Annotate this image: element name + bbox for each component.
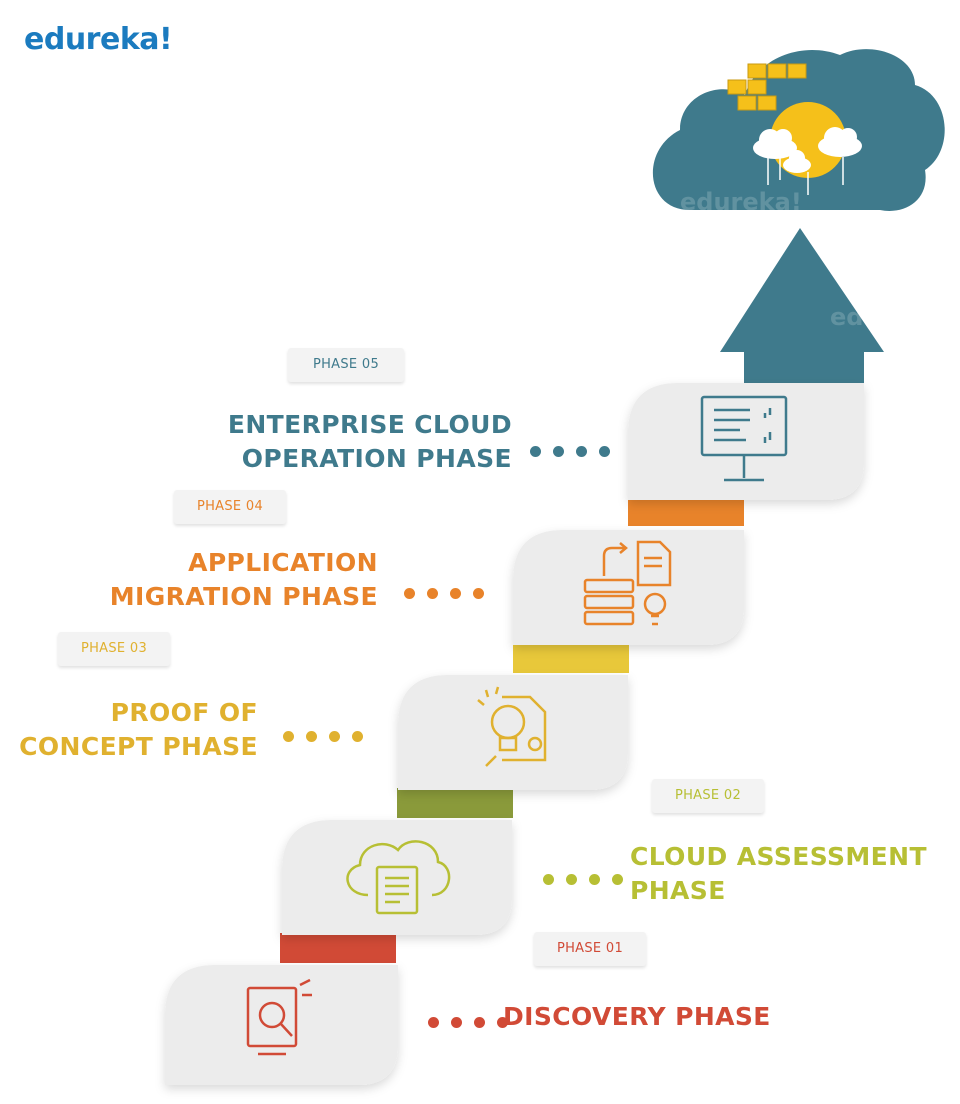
phase-04-line-2: MIGRATION PHASE bbox=[109, 582, 378, 611]
phase-05-line-1: ENTERPRISE CLOUD bbox=[227, 410, 512, 439]
cube-icon bbox=[787, 63, 807, 79]
cube-icon bbox=[767, 63, 787, 79]
phase-04-line-1: APPLICATION bbox=[188, 548, 378, 577]
phase-02-dots bbox=[543, 874, 623, 885]
phase-05-dots bbox=[530, 446, 610, 457]
phase-02-line-1: CLOUD ASSESSMENT bbox=[630, 842, 927, 871]
step-5 bbox=[628, 383, 864, 500]
watermark: edureka! bbox=[680, 188, 802, 216]
monitor-dashboard-icon bbox=[700, 395, 788, 482]
magnifier-document-icon bbox=[246, 978, 312, 1056]
watermark: edureka! bbox=[830, 303, 952, 331]
phase-01-title: DISCOVERY PHASE bbox=[503, 1000, 803, 1034]
cube-icon bbox=[747, 79, 767, 95]
cloud-icon bbox=[652, 49, 945, 211]
step-3 bbox=[398, 675, 628, 790]
phase-03-line-1: PROOF OF bbox=[110, 698, 258, 727]
phase-02-line-2: PHASE bbox=[630, 876, 726, 905]
phase-03-line-2: CONCEPT PHASE bbox=[19, 732, 258, 761]
phase-03-tag: PHASE 03 bbox=[58, 632, 170, 666]
connector-band-3 bbox=[513, 643, 629, 673]
connector-band-4 bbox=[628, 498, 744, 526]
server-migration-icon bbox=[583, 540, 672, 626]
phase-05-line-2: OPERATION PHASE bbox=[241, 444, 512, 473]
phase-03-dots bbox=[283, 731, 363, 742]
phase-03-title: PROOF OF CONCEPT PHASE bbox=[10, 696, 258, 764]
cube-icon bbox=[757, 95, 777, 111]
up-arrow-icon bbox=[720, 228, 884, 400]
step-4 bbox=[513, 530, 744, 645]
lightbulb-report-icon bbox=[477, 686, 547, 767]
phase-04-title: APPLICATION MIGRATION PHASE bbox=[40, 546, 378, 614]
phase-01-line-1: DISCOVERY PHASE bbox=[503, 1002, 771, 1031]
cube-icon bbox=[737, 95, 757, 111]
phase-02-tag: PHASE 02 bbox=[652, 779, 764, 813]
phase-05-tag: PHASE 05 bbox=[288, 348, 404, 382]
small-clouds-icon bbox=[753, 127, 862, 173]
cube-icon bbox=[727, 79, 747, 95]
phase-04-dots bbox=[404, 588, 484, 599]
connector-band-1 bbox=[280, 933, 396, 963]
cloud-document-icon bbox=[346, 840, 451, 915]
connector-band-2 bbox=[397, 788, 513, 818]
phase-01-dots bbox=[428, 1017, 508, 1028]
cube-icon bbox=[747, 63, 767, 79]
phase-04-tag: PHASE 04 bbox=[174, 490, 286, 524]
phase-01-tag: PHASE 01 bbox=[534, 932, 646, 966]
phase-02-title: CLOUD ASSESSMENT PHASE bbox=[630, 840, 950, 908]
phase-05-title: ENTERPRISE CLOUD OPERATION PHASE bbox=[150, 408, 512, 476]
edureka-logo: edureka! bbox=[24, 22, 173, 57]
cubes-icon bbox=[727, 63, 807, 111]
